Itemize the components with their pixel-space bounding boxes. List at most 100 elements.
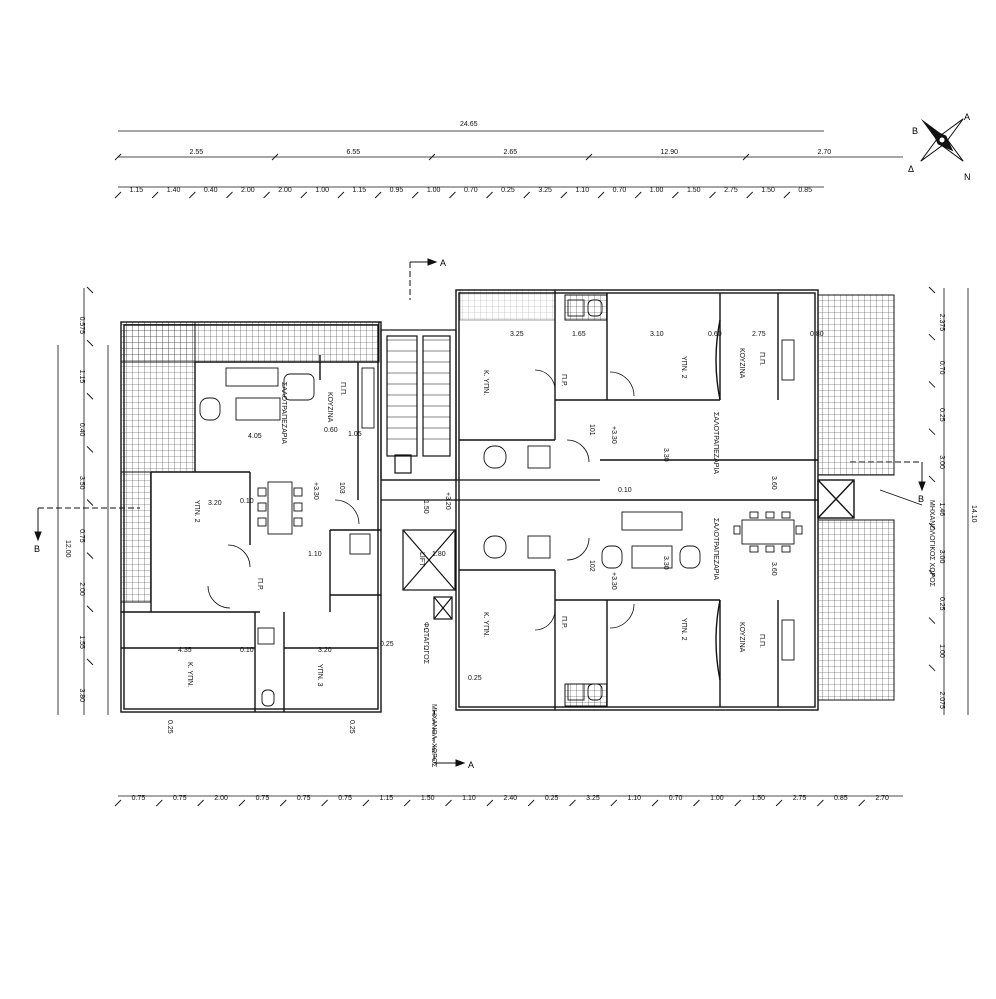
room-living-left: ΣΑΛΟΤΡΑΠΕΖΑΡΙΑ [280, 382, 287, 444]
room-living-top: ΣΑΛΟΤΡΑΠΕΖΑΡΙΑ [712, 412, 719, 474]
dim-right-a: 1.46 [938, 503, 945, 517]
room-pp-top: Π.Π. [758, 352, 765, 366]
dim-top-detail: 0.70 [464, 187, 478, 194]
furniture [199, 299, 803, 707]
door-swings [207, 369, 635, 631]
dim-tick [651, 799, 659, 807]
room-pr-bottom: Π.Ρ. [560, 616, 567, 629]
dim-tick [114, 799, 122, 807]
inner-dim: 0.25 [380, 641, 394, 648]
inner-dim: 3.25 [510, 331, 524, 338]
room-bed2-bottom: ΥΠΝ. 2 [680, 618, 687, 641]
dim-tick [486, 191, 493, 199]
dim-tick [672, 191, 679, 199]
dim-tick [374, 191, 382, 199]
room-pp-left: Π.Π. [339, 382, 346, 396]
dim-top-mid: 6.55 [347, 149, 361, 156]
dim-top-total: 24.65 [460, 121, 478, 128]
dim-right-a: 0.70 [938, 361, 945, 375]
dim-tick [523, 191, 531, 199]
level-bottom-right: +3.30 [610, 572, 617, 590]
dim-right-a: 2.375 [938, 314, 945, 332]
inner-dim: 0.80 [810, 331, 824, 338]
dim-tick [928, 522, 936, 530]
inner-dim: 3.20 [208, 500, 222, 507]
dim-tick [928, 381, 936, 388]
inner-dim: 0.10 [618, 487, 632, 494]
dim-tick [746, 191, 754, 199]
dim-tick [263, 191, 270, 199]
dim-bottom: 0.75 [338, 795, 352, 802]
dim-tick [86, 658, 94, 666]
room-kitchen-left: ΚΟΥΖΙΝΑ [326, 392, 333, 423]
inner-dim: 3.20 [318, 647, 332, 654]
dim-top-detail: 0.70 [613, 187, 627, 194]
level-top-right: +3.30 [610, 426, 617, 444]
inner-dim: 3.30 [662, 448, 669, 462]
dimension-left [57, 288, 109, 715]
mech-room-right: ΜΗΧΑΝΟΛΟΓΙΚΟΣ ΧΩΡΟΣ [928, 500, 935, 588]
dim-tick [86, 499, 94, 506]
dim-tick [928, 617, 936, 624]
dim-tick [817, 799, 824, 807]
dim-right-a: 3.00 [938, 550, 945, 564]
dim-tick [486, 799, 494, 807]
inner-dim: 1.10 [308, 551, 322, 558]
mech-leader-line [879, 489, 923, 506]
dim-top-detail: 0.25 [501, 187, 515, 194]
dim-tick [693, 799, 700, 807]
dim-bottom: 2.40 [504, 795, 518, 802]
room-bed3-left: ΥΠΝ. 3 [316, 664, 323, 687]
dim-left-a: 1.55 [78, 635, 85, 649]
inner-dim: 1.65 [572, 331, 586, 338]
dim-bottom: 0.70 [669, 795, 683, 802]
dim-tick [411, 191, 419, 199]
dim-top-detail: 1.40 [167, 187, 181, 194]
dim-bottom: 0.85 [834, 795, 848, 802]
dim-tick [928, 333, 936, 341]
dim-top-mid: 2.65 [504, 149, 518, 156]
compass-east: A [964, 112, 970, 122]
dim-tick [300, 191, 308, 199]
inner-dim: 3.30 [662, 556, 669, 570]
dim-top-mid: 2.70 [818, 149, 832, 156]
apartment-103: 103 [338, 482, 345, 494]
dim-right-a: 3.00 [938, 455, 945, 469]
room-bed2-top: ΥΠΝ. 2 [680, 356, 687, 379]
dim-tick [569, 799, 576, 807]
section-a-top: A [440, 258, 446, 268]
dim-left-a: 3.50 [78, 476, 85, 490]
dim-tick [337, 191, 345, 199]
dim-tick [155, 799, 163, 807]
inner-dim: 3.10 [650, 331, 664, 338]
inner-dim: 0.25 [348, 720, 355, 734]
dim-tick [527, 799, 535, 807]
dim-tick [928, 286, 936, 294]
room-master-bottom: Κ. ΥΠΝ. [482, 612, 489, 637]
north-arrow-icon [920, 118, 964, 162]
dim-tick [742, 153, 750, 161]
dim-top-detail: 0.85 [798, 187, 812, 194]
section-line-a [409, 258, 466, 767]
dim-tick [585, 153, 593, 161]
dim-tick [449, 191, 456, 199]
section-b-right: B [918, 494, 924, 504]
dim-tick [634, 191, 642, 199]
dim-bottom: 0.75 [297, 795, 311, 802]
level-core: +3.20 [444, 492, 451, 510]
apartment-102: 102 [588, 560, 595, 572]
dim-top-detail: 1.50 [687, 187, 701, 194]
dim-bottom: 2.00 [214, 795, 228, 802]
dim-tick [226, 191, 233, 199]
dim-bottom: 1.10 [627, 795, 641, 802]
inner-dim: 1.50 [422, 500, 429, 514]
dim-tick [928, 428, 936, 435]
dim-tick [86, 392, 94, 400]
dim-tick [321, 799, 328, 807]
dim-tick [610, 799, 618, 807]
dim-right-a: 0.25 [938, 408, 945, 422]
